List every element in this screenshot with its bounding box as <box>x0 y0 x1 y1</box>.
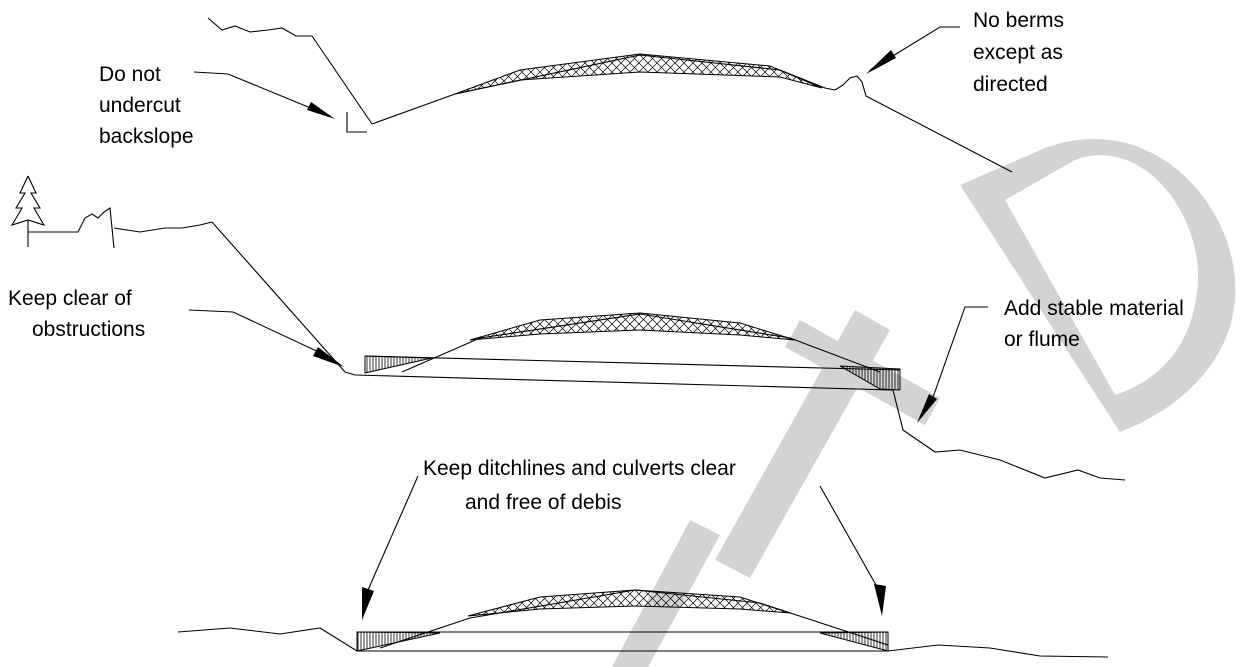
middle-fillslope <box>892 389 1126 481</box>
watermark <box>612 139 1236 667</box>
top-section <box>193 17 1013 173</box>
bottom-ground-right <box>887 644 1109 658</box>
bottom-cut-wedge-left <box>356 631 441 652</box>
middle-obstructions-label: Keep clear of obstructions <box>8 287 145 341</box>
top-aggregate-layer <box>454 53 823 95</box>
obstructions-label-line-1: Keep clear of <box>8 287 132 310</box>
top-undercut-arrowhead <box>307 102 335 119</box>
middle-grade-bottom <box>354 374 894 391</box>
undercut-label-line-3: backslope <box>99 125 194 148</box>
middle-obstructions-arrowhead <box>313 347 344 367</box>
bottom-aggregate-layer <box>467 589 791 617</box>
middle-fill-wedge-right <box>839 365 901 391</box>
middle-aggregate-layer <box>469 312 796 341</box>
stable-label-line-2: or flume <box>1004 328 1080 351</box>
top-undercut-mark <box>346 112 367 133</box>
middle-ground-left <box>28 207 115 249</box>
watermark-letter-d <box>960 139 1236 432</box>
top-backslope <box>311 35 373 125</box>
tree-icon <box>10 175 46 247</box>
undercut-label-line-1: Do not <box>99 63 161 86</box>
berms-label-line-2: except as <box>973 41 1063 64</box>
undercut-label-line-2: undercut <box>99 94 181 117</box>
middle-backslope <box>211 221 356 376</box>
watermark-letter-t <box>715 310 940 578</box>
bottom-ditch-arrowhead-right <box>874 584 886 616</box>
bottom-ditch-arrowhead-left <box>362 587 374 620</box>
middle-stable-leader <box>931 306 988 401</box>
berms-label-line-1: No berms <box>973 9 1064 32</box>
top-berm <box>834 75 867 97</box>
bottom-ditchlines-label: Keep ditchlines and culverts clear and f… <box>423 457 736 514</box>
bottom-ditch-leader-left <box>367 475 419 591</box>
berms-label-line-3: directed <box>973 73 1048 96</box>
bottom-ditch-leader-right <box>819 485 877 586</box>
bottom-ground-left <box>177 627 358 652</box>
ditchlines-label-line-1: Keep ditchlines and culverts clear <box>423 457 736 480</box>
obstructions-label-line-2: obstructions <box>32 318 145 341</box>
top-undercut-leader <box>193 71 331 117</box>
middle-ground-mid <box>113 221 213 233</box>
bottom-section <box>177 475 1109 658</box>
middle-section <box>28 207 1126 481</box>
bottom-cut-wedge-right <box>819 631 889 652</box>
top-ground-left <box>207 17 312 37</box>
middle-obstructions-leader <box>188 309 326 356</box>
top-berms-arrowhead <box>866 50 896 74</box>
middle-stable-label: Add stable material or flume <box>1004 297 1184 351</box>
ditchlines-label-line-2: and free of debis <box>465 491 621 514</box>
middle-stable-arrowhead <box>917 394 937 423</box>
middle-grade-top <box>364 355 901 371</box>
top-undercut-label: Do not undercut backslope <box>99 63 194 148</box>
middle-cut-wedge-left <box>364 355 433 374</box>
stable-label-line-1: Add stable material <box>1004 297 1184 320</box>
top-berms-label: No berms except as directed <box>973 9 1064 96</box>
top-fillslope <box>865 95 1013 173</box>
